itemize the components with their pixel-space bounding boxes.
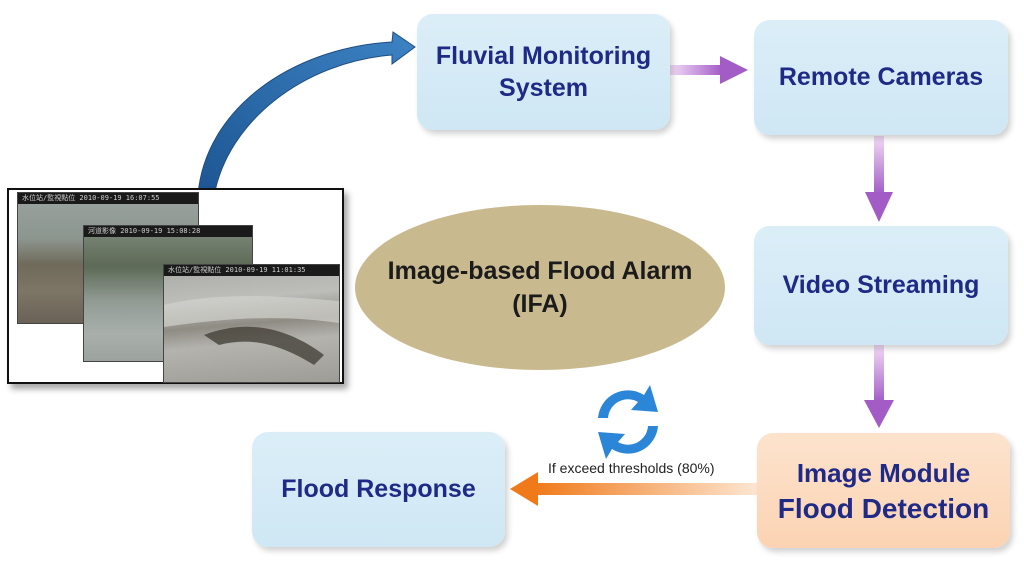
remote-cameras-label: Remote Cameras (778, 63, 984, 91)
video-streaming-box: Video Streaming (754, 226, 1008, 345)
camera-photo-caption: 河道影像 2010-09-19 15:08:28 (84, 226, 252, 237)
ifa-title-line2: (IFA) (512, 289, 568, 318)
arrow-video-to-image-module (864, 345, 894, 428)
ifa-title-line1: Image-based Flood Alarm (387, 256, 693, 285)
camera-photo-collage: 水位站/監視點位 2010-09-19 16:07:55 河道影像 2010-0… (7, 188, 344, 384)
curved-arrow-photos-to-fluvial (197, 31, 416, 197)
image-module-box: Image Module Flood Detection (757, 433, 1010, 548)
camera-photo: 水位站/監視點位 2010-09-19 11:01:35 (163, 264, 340, 383)
flood-response-box: Flood Response (252, 432, 505, 547)
image-module-label-line1: Image Module (796, 457, 971, 488)
camera-photo-caption: 水位站/監視點位 2010-09-19 11:01:35 (164, 265, 339, 276)
video-streaming-label: Video Streaming (782, 271, 980, 299)
river-bank-shape (164, 296, 339, 365)
refresh-icon (598, 385, 658, 459)
image-module-label-line2: Flood Detection (777, 492, 990, 524)
fluvial-monitoring-system-box: Fluvial Monitoring System (417, 14, 670, 130)
threshold-label: If exceed thresholds (80%) (548, 460, 715, 476)
remote-cameras-box: Remote Cameras (754, 20, 1008, 135)
arrow-fluvial-to-cameras (670, 56, 748, 84)
ifa-ellipse: Image-based Flood Alarm (IFA) (355, 205, 725, 370)
fluvial-label-line2: System (499, 74, 588, 102)
arrow-image-module-to-flood-response (510, 472, 757, 506)
arrow-cameras-to-video (865, 136, 893, 222)
flood-response-label: Flood Response (281, 475, 476, 503)
fluvial-label-line1: Fluvial Monitoring (435, 42, 652, 70)
camera-photo-caption: 水位站/監視點位 2010-09-19 16:07:55 (18, 193, 198, 204)
